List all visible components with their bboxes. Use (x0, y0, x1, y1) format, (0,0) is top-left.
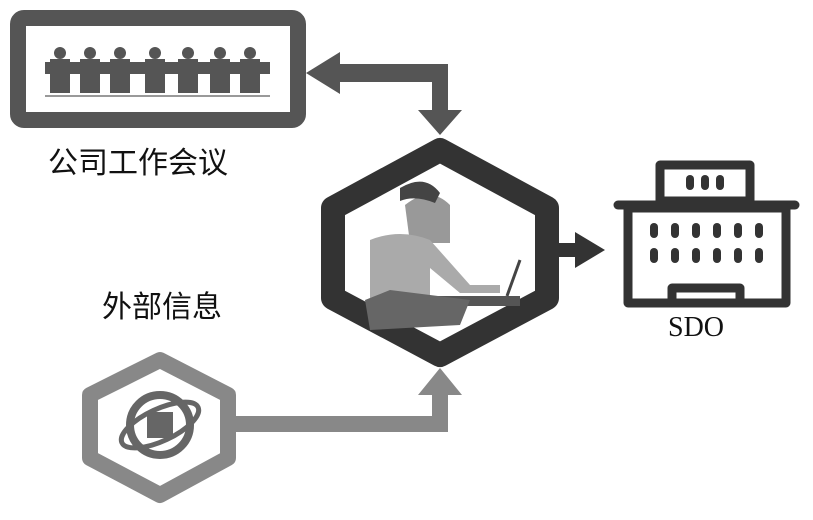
window (755, 248, 763, 263)
window (734, 223, 742, 238)
window (734, 248, 742, 263)
window (650, 248, 658, 263)
external-info-label: 外部信息 (102, 290, 222, 325)
window (671, 223, 679, 238)
building-icon (613, 160, 800, 308)
window (755, 223, 763, 238)
globe-icon (82, 352, 236, 503)
arrow-from-external (232, 368, 462, 432)
bidirectional-arrow (306, 52, 462, 135)
window (692, 223, 700, 238)
window (692, 248, 700, 263)
window (713, 248, 721, 263)
arrow-to-sdo (553, 232, 605, 268)
window (686, 175, 694, 190)
sdo-label: SDO (668, 312, 725, 343)
window (671, 248, 679, 263)
meeting-label: 公司工作会议 (48, 146, 228, 181)
window (716, 175, 724, 190)
person-laptop-icon (321, 138, 559, 367)
window (650, 223, 658, 238)
window (701, 175, 709, 190)
meeting-icon (10, 10, 306, 128)
window (713, 223, 721, 238)
